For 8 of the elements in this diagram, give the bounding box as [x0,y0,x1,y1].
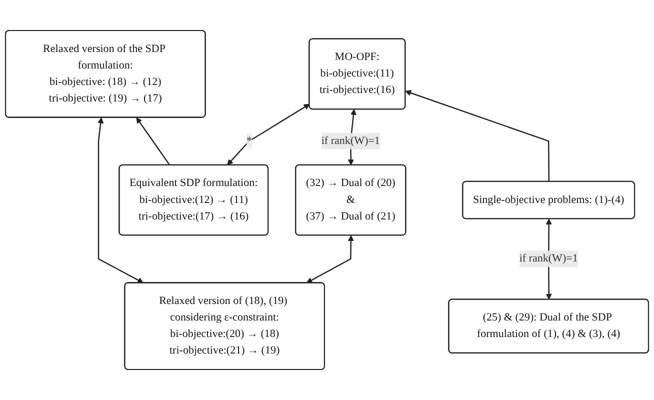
arrow [136,117,170,166]
edge-label: if rank(W)=1 [321,134,380,147]
edge-label: * [246,134,252,147]
arrow [98,117,144,284]
arrow [405,90,550,182]
arrow [227,104,310,166]
edge-label: if rank(W)=1 [519,252,578,264]
arrow [306,235,354,284]
